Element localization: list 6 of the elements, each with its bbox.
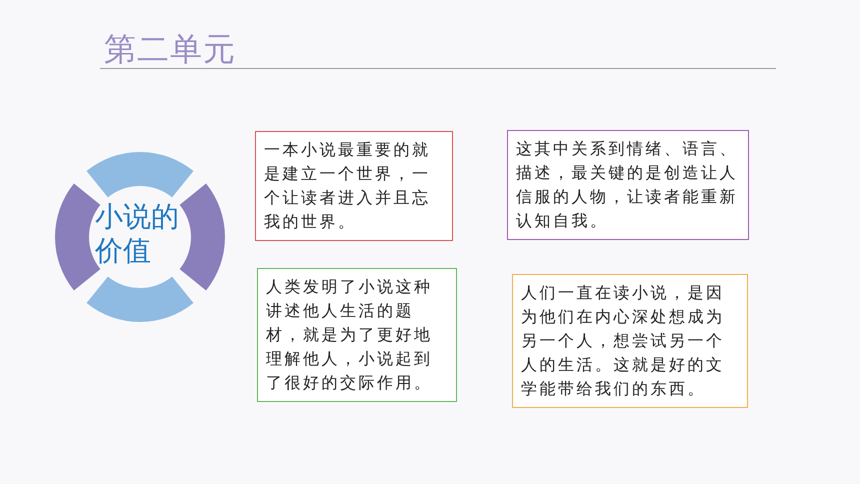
text-box: 一本小说最重要的就是建立一个世界，一个让读者进入并且忘我的世界。: [255, 131, 453, 241]
text-box: 这其中关系到情绪、语言、描述，最关键的是创造让人信服的人物，让读者能重新认知自我。: [507, 130, 749, 240]
text-box: 人们一直在读小说，是因为他们在内心深处想成为另一个人，想尝试另一个人的生活。这就是好的文学能带给我们的东西。: [512, 274, 748, 408]
text-box: 人类发明了小说这种讲述他人生活的题材，就是为了更好地理解他人，小说起到了很好的交际作用。: [257, 268, 457, 402]
title: 第二单元: [104, 29, 236, 70]
center-label: 小说的价值: [95, 200, 180, 268]
